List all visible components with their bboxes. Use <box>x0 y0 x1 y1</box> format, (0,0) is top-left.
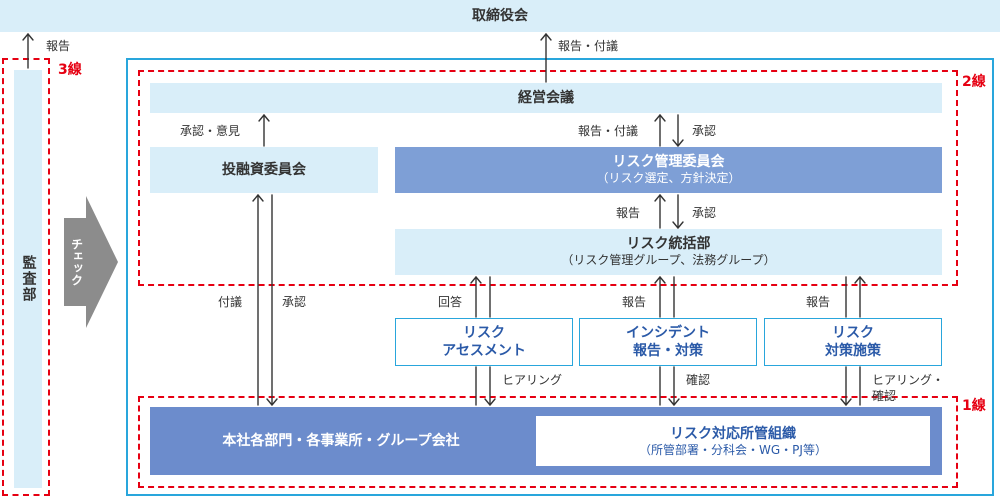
incident-line1: インシデント <box>626 325 710 341</box>
board-bar: 取締役会 <box>0 0 1000 32</box>
label-report-submit-top: 報告・付議 <box>558 39 619 53</box>
audit-title: 監査部 <box>20 255 37 303</box>
risk-org-subtitle: （所管部署・分科会・WG・PJ等） <box>639 442 827 457</box>
assessment-line2: アセスメント <box>442 343 526 359</box>
check-arrow-text: チェック <box>69 238 84 286</box>
risk-unit-subtitle: （リスク管理グループ、法務グループ） <box>561 253 776 267</box>
audit-report-label: 報告 <box>46 39 71 53</box>
label-submit-inv: 付議 <box>218 295 243 309</box>
countermeasure-line2: 対策施策 <box>825 343 881 359</box>
label-hearing-confirm-1: ヒアリング・ <box>872 373 945 387</box>
risk-committee-title: リスク管理委員会 <box>612 154 725 170</box>
organization-frame <box>126 58 994 496</box>
risk-unit-box: リスク統括部 （リスク管理グループ、法務グループ） <box>395 229 942 275</box>
label-approval-rc: 承認 <box>692 206 717 220</box>
investment-committee-box: 投融資委員会 <box>150 147 378 193</box>
line3-frame <box>2 58 50 496</box>
label-hearing: ヒアリング <box>502 373 563 387</box>
assessment-line1: リスク <box>463 325 505 341</box>
label-report-rc: 報告 <box>616 206 641 220</box>
risk-committee-box: リスク管理委員会 （リスク選定、方針決定） <box>395 147 942 193</box>
risk-org-title: リスク対応所管組織 <box>670 425 796 442</box>
label-report-submit-mid: 報告・付議 <box>578 124 639 138</box>
label-report-counter: 報告 <box>806 295 831 309</box>
line2-frame <box>138 70 958 286</box>
risk-committee-subtitle: （リスク選定、方針決定） <box>596 171 741 185</box>
countermeasure-line1: リスク <box>832 325 874 341</box>
label-hearing-confirm-2: 確認 <box>872 389 897 403</box>
label-confirm: 確認 <box>686 373 711 387</box>
check-arrow-label: チェック <box>66 222 88 302</box>
label-approval-opinion: 承認・意見 <box>180 124 241 138</box>
incident-box: インシデント 報告・対策 <box>579 318 757 366</box>
countermeasure-box: リスク 対策施策 <box>764 318 942 366</box>
management-committee-title: 経営会議 <box>518 89 574 106</box>
risk-unit-title: リスク統括部 <box>626 236 711 252</box>
label-approval-mid: 承認 <box>692 124 717 138</box>
label-approval-inv: 承認 <box>282 295 307 309</box>
label-report-incident: 報告 <box>622 295 647 309</box>
assessment-box: リスク アセスメント <box>395 318 573 366</box>
label-answer: 回答 <box>438 295 463 309</box>
board-title: 取締役会 <box>472 7 528 24</box>
business-title-wrap: 本社各部門・各事業所・グループ会社 <box>150 407 532 475</box>
risk-org-box: リスク対応所管組織 （所管部署・分科会・WG・PJ等） <box>536 416 930 466</box>
business-title: 本社各部門・各事業所・グループ会社 <box>222 432 460 449</box>
incident-line2: 報告・対策 <box>633 343 703 359</box>
management-committee-box: 経営会議 <box>150 83 942 113</box>
audit-box: 監査部 <box>14 70 42 488</box>
line1-frame <box>138 396 958 488</box>
line1-label: 1線 <box>962 398 986 414</box>
line3-label: 3線 <box>58 62 82 78</box>
investment-committee-title: 投融資委員会 <box>222 161 306 178</box>
line2-label: 2線 <box>962 74 986 90</box>
